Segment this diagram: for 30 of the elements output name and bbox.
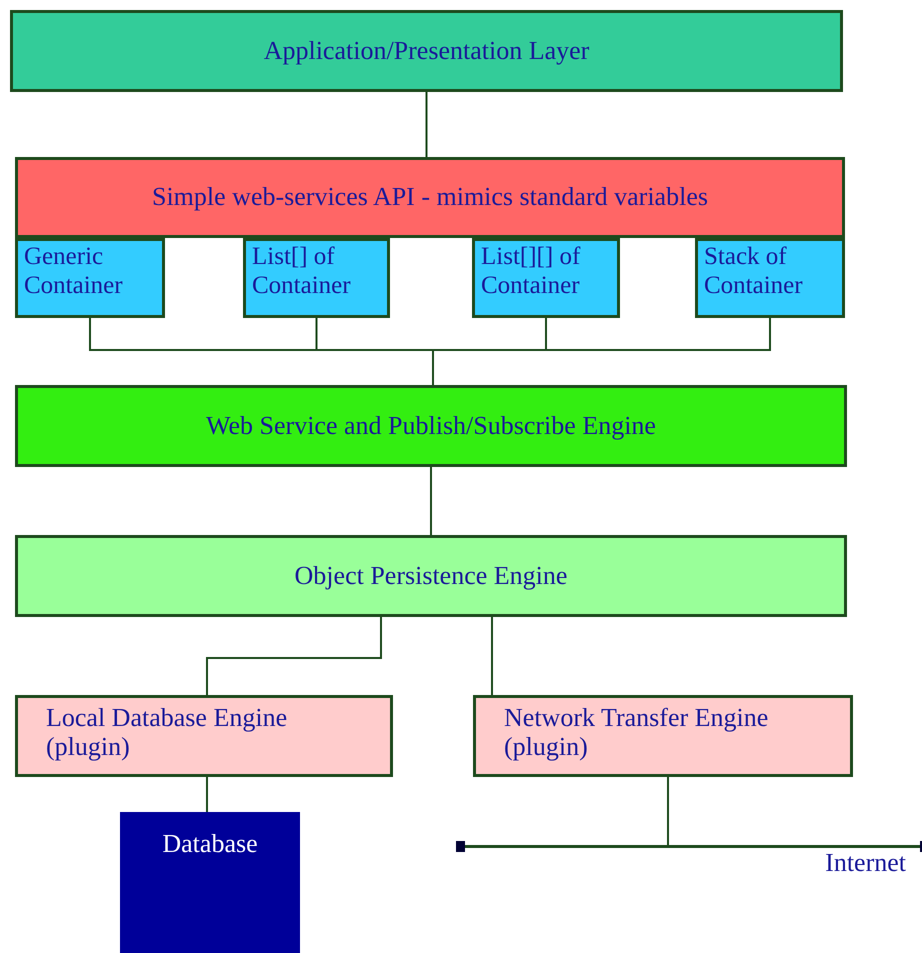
node-label: List[] of Container <box>252 243 352 300</box>
layer-box <box>10 10 843 92</box>
container-box <box>472 238 620 318</box>
node-label: Internet <box>825 848 906 878</box>
engine-box <box>15 535 847 617</box>
node-label: Database <box>162 830 258 859</box>
node-label: Generic Container <box>24 243 124 300</box>
connector-line <box>430 467 432 535</box>
connector-line <box>426 92 428 157</box>
node-label: Object Persistence Engine <box>294 562 568 590</box>
plugin-box <box>473 695 853 777</box>
container-box <box>15 238 165 318</box>
database-box <box>120 812 300 953</box>
container-box <box>243 238 390 318</box>
connector-line <box>206 617 382 695</box>
plugin-box <box>15 695 393 777</box>
connector-line <box>432 318 771 385</box>
connector-line <box>667 777 669 845</box>
connector-line <box>491 617 493 695</box>
node-label: Stack of Container <box>704 243 804 300</box>
node-label: Web Service and Publish/Subscribe Engine <box>206 412 656 440</box>
node-label: List[][] of Container <box>481 243 582 300</box>
node-label: Application/Presentation Layer <box>264 36 590 66</box>
connector-line <box>206 777 208 812</box>
node-label: Simple web-services API - mimics standard variables <box>152 183 708 212</box>
container-box <box>695 238 845 318</box>
api-box <box>15 157 845 238</box>
engine-box <box>15 385 847 467</box>
node-label: Local Database Engine (plugin) <box>46 704 288 762</box>
node-label: Network Transfer Engine (plugin) <box>504 704 770 762</box>
